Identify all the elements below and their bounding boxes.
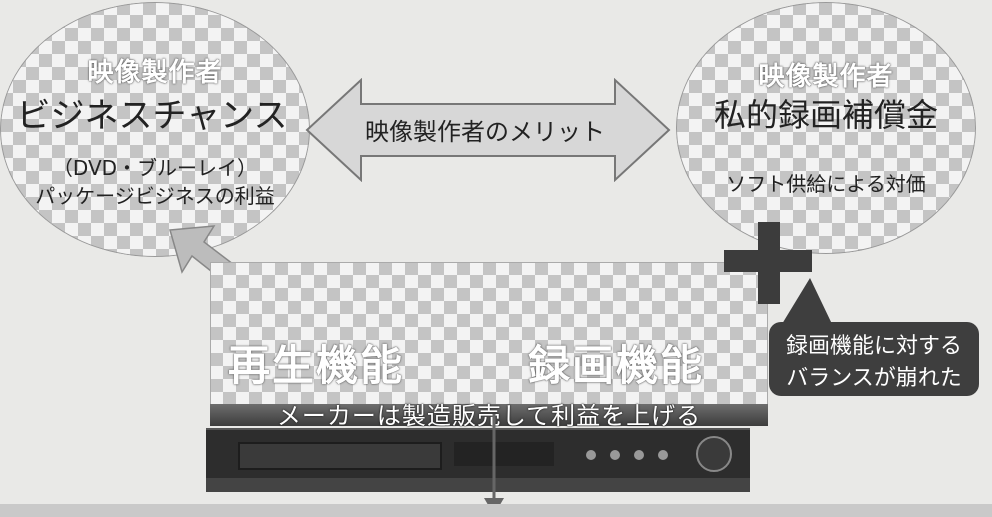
callout-line1: 録画機能に対する [785, 334, 962, 359]
left-circle: 映像製作者 ビジネスチャンス （DVD・ブルーレイ） パッケージビジネスの利益 [0, 2, 310, 257]
plus-icon [724, 222, 812, 304]
player-led [634, 450, 644, 460]
callout-pointer [782, 278, 832, 324]
maker-profit-label: メーカーは製造販売して利益を上げる [276, 402, 702, 430]
callout-line2: バランスが崩れた [786, 366, 962, 391]
player-display [454, 442, 554, 466]
bottom-band [0, 504, 992, 517]
player-knob [696, 436, 732, 472]
player-led [658, 450, 668, 460]
right-circle-title: 私的録画補償金 [713, 96, 938, 134]
player-led [586, 450, 596, 460]
disc-player [206, 428, 750, 480]
left-circle-line1: （DVD・ブルーレイ） [52, 156, 258, 180]
left-circle-title: ビジネスチャンス [16, 96, 288, 136]
device-shadow-band [210, 404, 768, 426]
down-arrow-icon [484, 414, 504, 515]
left-circle-line2: パッケージビジネスの利益 [35, 184, 275, 208]
record-function-label: 録画機能 [528, 341, 705, 390]
right-circle: 映像製作者 私的録画補償金 ソフト供給による対価 [676, 2, 976, 254]
disc-tray [238, 442, 442, 470]
player-led [610, 450, 620, 460]
right-circle-line1: ソフト供給による対価 [726, 172, 926, 196]
balance-callout: 録画機能に対する バランスが崩れた [769, 322, 979, 396]
play-function-label: 再生機能 [228, 341, 405, 390]
device-panel [210, 262, 768, 414]
merit-double-arrow [305, 78, 671, 182]
player-base [206, 478, 750, 492]
merit-arrow-label: 映像製作者のメリット [365, 118, 605, 146]
right-circle-tag: 映像製作者 [758, 62, 894, 92]
left-circle-tag: 映像製作者 [87, 58, 223, 88]
